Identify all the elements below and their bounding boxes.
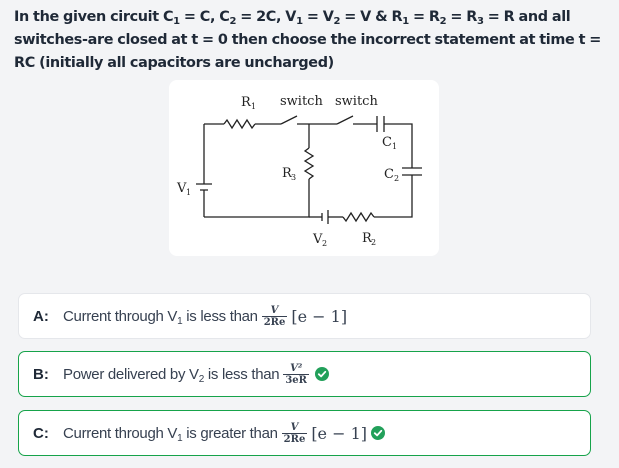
battery-v2 [321, 210, 329, 224]
capacitor-c2 [402, 167, 422, 176]
label-r3: R [282, 166, 293, 181]
label-c2: C [384, 167, 394, 182]
wire [204, 179, 310, 218]
option-text: Current through V1 is greater than [63, 424, 278, 444]
option-text: Current through V1 is less than [63, 307, 258, 327]
option-letter: B: [33, 365, 49, 383]
resistor-r2 [342, 211, 375, 223]
resistor-r3 [303, 147, 315, 180]
math-bracket: [e − 1] [311, 423, 368, 443]
switch-2 [336, 115, 354, 125]
check-circle-icon [371, 426, 386, 440]
option-b[interactable]: B: Power delivered by V2 is less than V²… [18, 351, 591, 397]
wire [384, 123, 413, 168]
math-bracket: [e − 1] [291, 306, 348, 326]
option-letter: A: [33, 307, 49, 325]
resistor-r1 [223, 118, 256, 130]
circuit-svg: R 1 switch switch C 1 R 3 C 2 V 1 V 2 R … [176, 94, 422, 248]
circuit-diagram: R 1 switch switch C 1 R 3 C 2 V 1 V 2 R … [169, 80, 439, 256]
label-r1: R [241, 95, 252, 110]
label-r2-sub: 2 [371, 238, 376, 247]
label-r2: R [362, 231, 373, 246]
switch-1 [280, 115, 298, 125]
label-v2: V [312, 232, 323, 247]
option-text: Power delivered by V2 is less than [63, 365, 280, 385]
label-c2-sub: 2 [394, 174, 399, 183]
label-c1-sub: 1 [392, 142, 397, 151]
label-r3-sub: 3 [291, 173, 296, 182]
label-switch-1: switch [280, 94, 323, 109]
option-letter: C: [33, 424, 49, 442]
question-text: In the given circuit C1 = C, C2 = 2C, V1… [14, 9, 601, 71]
label-v1: V [176, 181, 187, 196]
check-circle-icon [314, 367, 329, 381]
label-c1: C [382, 135, 392, 150]
battery-v1 [196, 183, 212, 191]
wire [374, 175, 413, 218]
label-r1-sub: 1 [251, 102, 256, 111]
capacitor-c1 [376, 116, 385, 132]
label-v1-sub: 1 [186, 188, 191, 197]
label-switch-2: switch [335, 94, 378, 109]
label-v2-sub: 2 [322, 239, 327, 248]
